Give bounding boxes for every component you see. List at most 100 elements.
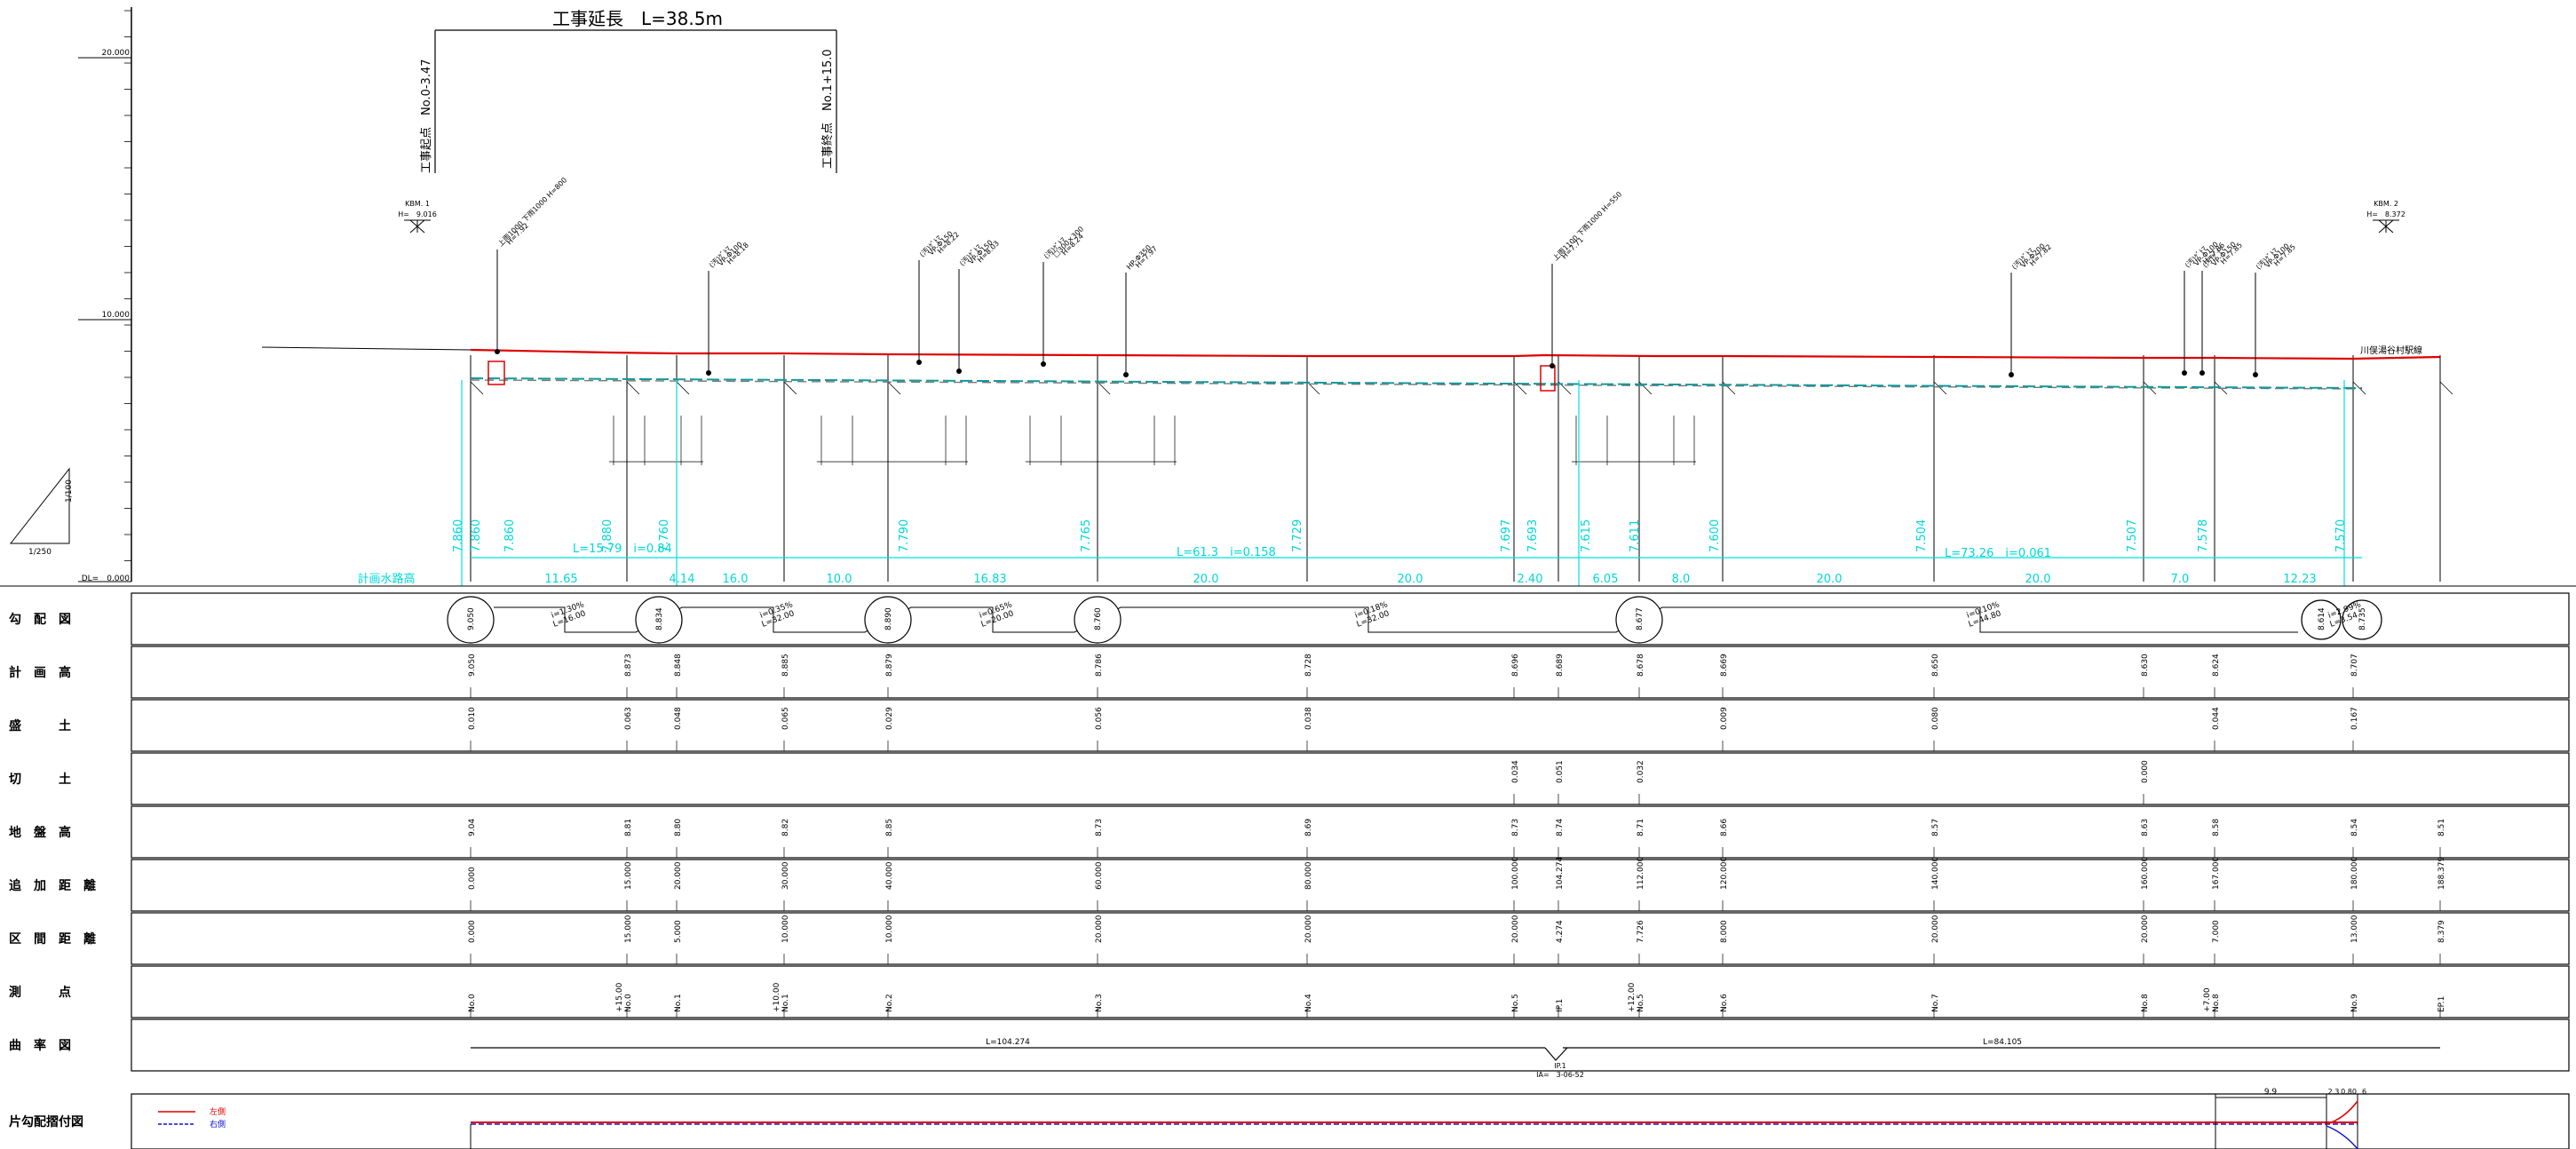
cell-value: 140.000: [1931, 857, 1940, 890]
benchmark-2: KBM. 2 H= 8.372: [2366, 200, 2406, 234]
benchmark-1: KBM. 1 H= 9.016: [398, 200, 437, 234]
plan-height-label: 7.615: [1580, 519, 1593, 552]
benchmark-2-name: KBM. 2: [2374, 200, 2398, 208]
section-length-label: 2.40: [1518, 573, 1543, 586]
plan-height-label: 7.765: [1080, 519, 1093, 552]
plan-height-label: 7.860: [503, 519, 517, 552]
cell-value: 8.379: [2437, 920, 2446, 943]
row-label: 勾 配 図: [9, 612, 71, 627]
grade-label-1: L=15.79 i=0.84: [573, 543, 672, 556]
gradient-circle: [1615, 596, 1663, 644]
grade-label-3: L=73.26 i=0.061: [1945, 547, 2051, 560]
cell-value: 0.038: [1304, 707, 1313, 730]
cell-value: 8.728: [1304, 654, 1313, 677]
cell-value: 13.000: [2350, 915, 2359, 943]
row-label: 曲 率 図: [9, 1038, 71, 1053]
plan-height-label: 7.611: [1629, 519, 1642, 552]
cell-value: 0.000: [468, 920, 477, 943]
svg-text:8.735: 8.735: [2358, 607, 2367, 630]
row-label: 片勾配摺付図: [9, 1114, 83, 1129]
cell-value: 8.669: [1720, 654, 1729, 677]
cell-value: 40.000: [885, 861, 894, 890]
cell-value: 0.063: [624, 707, 633, 730]
cell-value: 8.85: [885, 819, 894, 836]
section-length-label: 8.0: [1672, 573, 1691, 586]
cell-value: 8.879: [885, 654, 894, 677]
svg-text:上雨1100 下雨1000 H=550: 上雨1100 下雨1000 H=550: [1551, 190, 1623, 262]
cell-value: 0.000: [468, 867, 477, 890]
cell-value: 188.379: [2437, 857, 2446, 890]
curve-right-length: L=84.105: [1983, 1038, 2022, 1047]
super-dim-3: 0.80: [2341, 1088, 2357, 1096]
cell-value: 8.71: [1637, 819, 1645, 836]
cell-value: 8.689: [1556, 654, 1565, 677]
cell-value: EP.1: [2437, 996, 2446, 1012]
cell-value: IP.1: [1556, 999, 1565, 1012]
cell-value: No.5: [1511, 994, 1520, 1012]
row-label: 盛 土: [9, 718, 71, 733]
row-label: 切 土: [9, 772, 71, 787]
cell-value: 8.696: [1511, 654, 1520, 677]
plan-height-label: 7.860: [452, 519, 465, 552]
benchmark-2-height: H= 8.372: [2366, 210, 2406, 218]
cell-value: 0.167: [2350, 707, 2359, 730]
manhole-marker: [1540, 365, 1556, 392]
cell-value: No.3: [1095, 994, 1104, 1012]
cell-value: 8.63: [2141, 819, 2150, 836]
cell-value: 80.000: [1304, 861, 1313, 890]
cell-value: 8.000: [1720, 920, 1729, 943]
cell-value: No.4: [1304, 994, 1313, 1012]
manhole-marker: [487, 361, 505, 385]
plan-height-label: 7.760: [658, 519, 671, 552]
table-row: 片勾配摺付図: [9, 1093, 2570, 1149]
section-length-label: 16.0: [723, 573, 749, 586]
gradient-circle: [447, 596, 495, 644]
svg-text:8.677: 8.677: [1636, 607, 1645, 630]
construction-length-header: 工事延長 L=38.5m 工事起点 No.0-3.47 工事終点 No.1+15…: [420, 8, 837, 174]
cell-value: 4.274: [1556, 920, 1565, 943]
start-point-label: 工事起点 No.0-3.47: [420, 59, 433, 174]
row-label: 測 点: [9, 985, 71, 1000]
row-label: 区 間 距 離: [9, 931, 96, 947]
plan-height-label: 7.570: [2334, 519, 2348, 552]
cell-value: 8.630: [2141, 654, 2150, 677]
cell-value: 8.650: [1931, 654, 1940, 677]
cell-value: 8.57: [1931, 819, 1940, 836]
section-length-label: 20.0: [2025, 573, 2051, 586]
cell-value: No.2: [885, 994, 894, 1012]
section-length-label: 計画水路高: [357, 572, 415, 586]
section-length-label: 12.23: [2283, 573, 2316, 586]
svg-text:8.760: 8.760: [1094, 607, 1103, 630]
svg-text:9.050: 9.050: [467, 607, 476, 630]
cell-value: 20.000: [1931, 915, 1940, 943]
benchmark-1-height: H= 9.016: [398, 210, 437, 218]
scale-ratio-h: 1/250: [28, 548, 52, 557]
cell-value: 0.065: [781, 707, 790, 730]
cell-value: 112.000: [1637, 857, 1645, 890]
super-dim-2: 2.3: [2328, 1088, 2340, 1096]
plan-height-label: 7.507: [2126, 519, 2139, 552]
cell-value: 0.010: [468, 707, 477, 730]
scale-ratio-v: 1/100: [65, 479, 74, 503]
cell-value: 8.678: [1637, 654, 1645, 677]
cell-value: 8.58: [2212, 819, 2221, 836]
cell-value: 20.000: [1095, 915, 1104, 943]
svg-text:8.890: 8.890: [884, 607, 893, 630]
cell-value: 0.048: [674, 707, 683, 730]
cell-value: No.1: [781, 994, 790, 1012]
gradient-circle: [2301, 599, 2342, 640]
plan-height-label: 7.504: [1915, 519, 1929, 552]
cell-value: 0.029: [885, 707, 894, 730]
grade-label-2: L=61.3 i=0.158: [1177, 546, 1276, 559]
